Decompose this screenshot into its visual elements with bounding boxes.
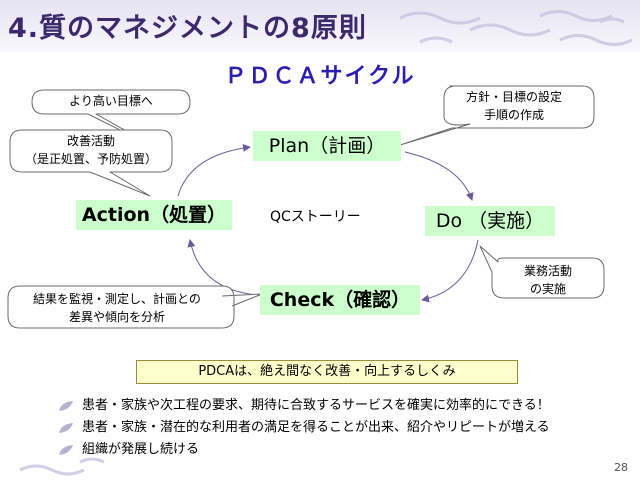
leaf-bullet-icon (59, 401, 73, 411)
arrow-do-to-check (421, 239, 479, 303)
plan-note-line-2: 手順の作成 (483, 108, 544, 122)
cycle-heading: ＰＤＣＡサイクル (224, 64, 416, 89)
check-note-text: 結果を監視・測定し、計画との 差異や傾向を分析 (12, 290, 222, 326)
action-node: Action（処置） (76, 200, 232, 230)
plan-node: Plan（計画） (253, 131, 401, 161)
higher-goal-text: より高い目標へ (36, 92, 186, 110)
check-note-line-1: 結果を監視・測定し、計画との (33, 292, 201, 306)
arrow-plan-to-do (404, 151, 474, 201)
page-number: 28 (614, 461, 628, 474)
action-note-text: 改善活動 （是正処置、予防処置） (16, 132, 166, 168)
bullet-text: 患者・家族や次工程の要求、期待に合致するサービスを確実に効率的にできる！ (82, 398, 550, 413)
higher-goal-line: より高い目標へ (69, 94, 153, 108)
summary-box: PDCAは、絶え間なく改善・向上するしくみ (136, 360, 518, 384)
callout-plan-note (399, 85, 595, 146)
arrow-check-to-action (187, 239, 259, 296)
action-note-line-2: （是正処置、予防処置） (24, 152, 157, 166)
bullet-text: 組織が発展し続ける (82, 442, 200, 457)
callout-action-note (9, 129, 173, 197)
leaf-bullet-icon (59, 423, 73, 433)
do-note-line-2: の実施 (529, 282, 566, 296)
qc-story-label: QCストーリー (270, 209, 361, 225)
bullet-text: 患者・家族・潜在的な利用者の満足を得ることが出来、紹介やリピートが増える (82, 420, 550, 435)
callout-do-note (479, 245, 605, 299)
do-note-line-1: 業務活動 (523, 264, 572, 278)
leaf-bullet-icon (59, 445, 73, 455)
plan-note-line-1: 方針・目標の設定 (465, 90, 562, 104)
check-node: Check（確認） (260, 285, 420, 315)
do-note-text: 業務活動 の実施 (498, 262, 598, 298)
bullet-item: 患者・家族・潜在的な利用者の満足を得ることが出来、紹介やリピートが増える (56, 417, 636, 439)
arrow-action-to-plan (177, 143, 251, 197)
check-note-line-2: 差異や傾向を分析 (68, 310, 165, 324)
plan-note-text: 方針・目標の設定 手順の作成 (442, 88, 586, 124)
do-node: Do （実施） (425, 206, 555, 236)
bullet-item: 患者・家族や次工程の要求、期待に合致するサービスを確実に効率的にできる！ (56, 395, 636, 417)
bullet-item: 組織が発展し続ける (56, 439, 636, 461)
bullet-list: 患者・家族や次工程の要求、期待に合致するサービスを確実に効率的にできる！ 患者・… (56, 395, 636, 461)
slide-title: 4.質のマネジメントの8原則 (8, 13, 367, 44)
action-note-line-1: 改善活動 (66, 134, 115, 148)
